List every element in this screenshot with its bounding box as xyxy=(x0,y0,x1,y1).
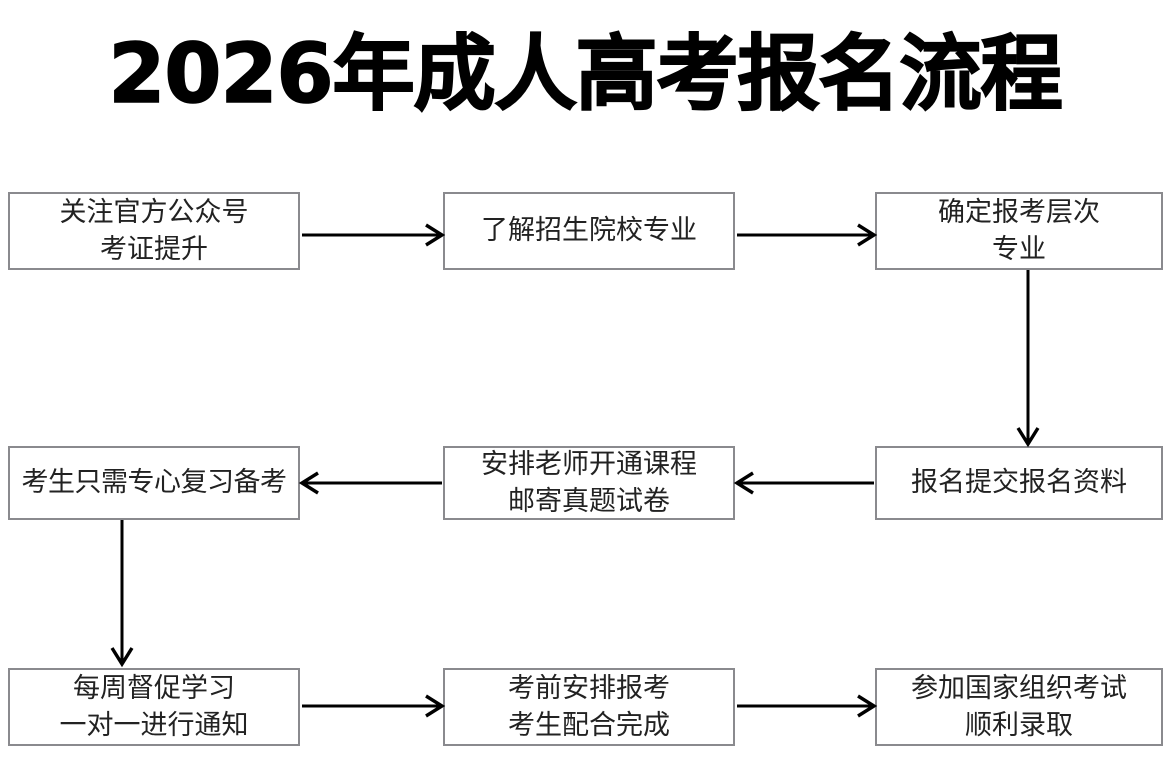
arrow-c1-r2-to-r3 xyxy=(102,520,142,668)
flow-node-line: 一对一进行通知 xyxy=(59,710,249,740)
arrow-r1-c1-to-c2 xyxy=(302,215,446,255)
flow-node-line: 了解招生院校专业 xyxy=(481,215,697,246)
flow-node-submit-application[interactable]: 报名提交报名资料 xyxy=(875,446,1163,520)
flow-node-line: 考生只需专心复习备考 xyxy=(21,467,288,498)
flow-node-line: 考生配合完成 xyxy=(508,710,670,740)
arrow-r2-c2-to-c1 xyxy=(298,463,445,503)
flow-node-pre-exam-arrangement[interactable]: 考前安排报考 考生配合完成 xyxy=(443,668,735,746)
flow-node-line: 确定报考层次 xyxy=(938,196,1100,227)
flow-node-teacher-course-papers[interactable]: 安排老师开通课程 邮寄真题试卷 xyxy=(443,446,735,520)
page-title: 2026年成人高考报名流程 xyxy=(108,27,1064,122)
flow-node-confirm-level-major[interactable]: 确定报考层次 专业 xyxy=(875,192,1163,270)
arrow-r2-c3-to-c2 xyxy=(733,463,877,503)
flow-node-line: 每周督促学习 xyxy=(73,672,235,703)
arrow-r1-c2-to-c3 xyxy=(737,215,878,255)
flow-node-line: 关注官方公众号 xyxy=(59,196,249,227)
flow-node-line: 考前安排报考 xyxy=(508,672,670,703)
arrow-c3-r1-to-r2 xyxy=(1008,270,1048,448)
flow-node-line: 顺利录取 xyxy=(965,710,1073,740)
flow-node-weekly-supervision[interactable]: 每周督促学习 一对一进行通知 xyxy=(8,668,300,746)
arrow-r3-c2-to-c3 xyxy=(737,686,878,726)
flow-node-line: 报名提交报名资料 xyxy=(911,467,1127,498)
flow-node-line: 专业 xyxy=(992,234,1046,264)
arrow-r3-c1-to-c2 xyxy=(302,686,446,726)
flow-node-line: 参加国家组织考试 xyxy=(911,672,1127,703)
flow-node-learn-schools-majors[interactable]: 了解招生院校专业 xyxy=(443,192,735,270)
flow-node-line: 考证提升 xyxy=(100,234,208,264)
flow-node-take-exam-admitted[interactable]: 参加国家组织考试 顺利录取 xyxy=(875,668,1163,746)
flow-node-focus-on-review[interactable]: 考生只需专心复习备考 xyxy=(8,446,300,520)
flow-node-follow-official-account[interactable]: 关注官方公众号 考证提升 xyxy=(8,192,300,270)
flow-node-line: 安排老师开通课程 xyxy=(481,448,697,479)
flow-node-line: 邮寄真题试卷 xyxy=(508,486,670,516)
